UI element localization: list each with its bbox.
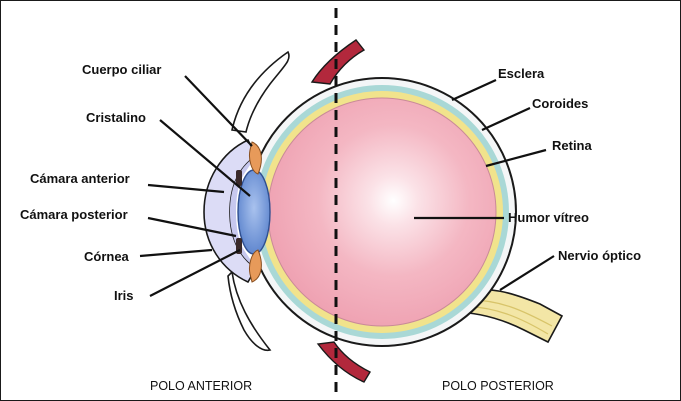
leader-cornea [140,250,212,256]
upper-eyelid [232,52,289,132]
ciliary-body-upper [249,142,261,174]
leader-coroides [482,108,530,130]
label-camara-anterior: Cámara anterior [30,171,130,186]
label-nervio-optico: Nervio óptico [558,248,641,263]
label-camara-posterior: Cámara posterior [20,207,128,222]
label-cuerpo-ciliar: Cuerpo ciliar [82,62,161,77]
label-coroides: Coroides [532,96,588,111]
label-iris: Iris [114,288,134,303]
lens [238,170,270,254]
label-polo-anterior: POLO ANTERIOR [150,379,252,393]
leader-esclera [452,80,496,100]
superior-muscle [312,40,364,84]
vitreous-body [268,98,496,326]
label-cornea: Córnea [84,249,130,264]
label-polo-posterior: POLO POSTERIOR [442,379,554,393]
inferior-muscle [318,342,370,382]
label-cristalino: Cristalino [86,110,146,125]
leader-iris [150,250,240,296]
lower-eyelid [228,272,270,350]
leader-nervio-optico [500,256,554,290]
label-esclera: Esclera [498,66,545,81]
label-retina: Retina [552,138,593,153]
label-humor-vitreo: Humor vítreo [508,210,589,225]
ciliary-body-lower [249,250,261,282]
